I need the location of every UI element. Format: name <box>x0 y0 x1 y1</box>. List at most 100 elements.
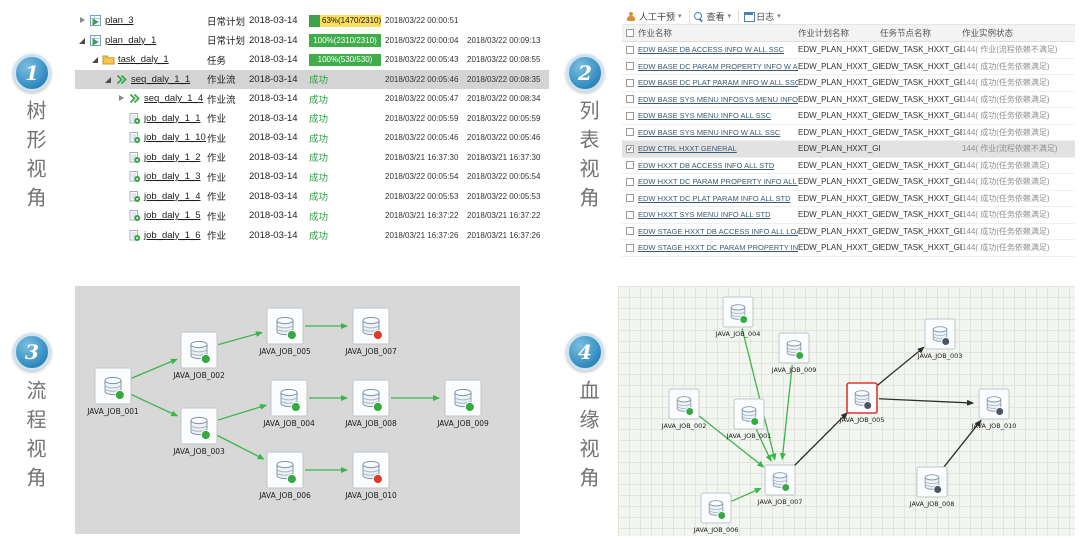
tree-node-link[interactable]: seq_daly_1_1 <box>131 73 191 85</box>
tree-node-link[interactable]: seq_daly_1_4 <box>144 93 204 105</box>
tree-expanded-arrow-icon[interactable] <box>91 55 99 64</box>
job-name-link[interactable]: EDW HXXT DC PARAM PROPERTY INFO ALL STD <box>638 177 798 187</box>
graph-node-JAVA_JOB_003[interactable]: JAVA_JOB_003 <box>172 407 225 456</box>
list-row[interactable]: EDW STAGE HXXT DC PARAM PROPERTY INFO AL… <box>622 240 1075 257</box>
job-name-link[interactable]: EDW CTRL HXXT GENERAL <box>638 144 737 154</box>
list-row[interactable]: EDW BASE DC PARAM PROPERTY INFO W ALL SS… <box>622 59 1075 75</box>
list-row[interactable]: EDW BASE SYS MENU INFOSYS MENU INFO ALL … <box>622 92 1075 108</box>
row-checkbox[interactable] <box>626 161 634 170</box>
tree-node-link[interactable]: plan_daly_1 <box>105 34 157 46</box>
tree-expanded-arrow-icon[interactable] <box>104 75 112 84</box>
node-type-label: 作业 <box>207 231 227 243</box>
row-checkbox[interactable] <box>626 78 634 87</box>
graph-node-JAVA_JOB_002[interactable]: JAVA_JOB_002 <box>172 331 225 380</box>
graph-node-JAVA_JOB_001[interactable]: JAVA_JOB_001 <box>86 367 139 416</box>
tree-node-link[interactable]: job_daly_1_6 <box>144 229 201 241</box>
manual-intervention-menu[interactable]: 人工干预 ▾ <box>622 10 690 22</box>
graph-node-JAVA_JOB_006[interactable]: JAVA_JOB_006 <box>258 451 311 500</box>
graph-node-JAVA_JOB_007[interactable]: JAVA_JOB_007 <box>344 307 397 356</box>
graph-node-JAVA_JOB_003[interactable]: JAVA_JOB_003 <box>917 318 963 360</box>
tree-node-link[interactable]: job_daly_1_4 <box>144 190 201 202</box>
graph-node-JAVA_JOB_009[interactable]: JAVA_JOB_009 <box>771 332 817 374</box>
row-checkbox[interactable] <box>626 243 634 252</box>
tree-node-link[interactable]: task_daly_1 <box>118 54 169 66</box>
graph-node-JAVA_JOB_009[interactable]: JAVA_JOB_009 <box>436 379 489 428</box>
lineage-graph[interactable]: JAVA_JOB_004JAVA_JOB_009JAVA_JOB_002JAVA… <box>618 286 1075 536</box>
row-checkbox[interactable] <box>626 227 634 236</box>
status-dot-success <box>717 511 727 520</box>
select-all-checkbox[interactable] <box>626 29 634 37</box>
tree-node-link[interactable]: job_daly_1_10 <box>144 132 206 144</box>
tree-node-link[interactable]: job_daly_1_2 <box>144 151 201 163</box>
graph-node-JAVA_JOB_008[interactable]: JAVA_JOB_008 <box>909 466 955 508</box>
job-name-link[interactable]: EDW BASE DC PARAM PROPERTY INFO W ALL SS… <box>638 61 798 71</box>
graph-node-JAVA_JOB_004[interactable]: JAVA_JOB_004 <box>715 296 761 338</box>
row-checkbox[interactable] <box>626 194 634 203</box>
progress-bar-green: 100%(530/530) <box>309 53 381 66</box>
tree-collapsed-arrow-icon[interactable] <box>117 94 125 103</box>
row-checkbox[interactable] <box>626 128 634 137</box>
list-row[interactable]: ✓EDW CTRL HXXT GENERALEDW_PLAN_HXXT_GENE… <box>622 141 1075 158</box>
tree-expanded-arrow-icon[interactable] <box>78 36 86 45</box>
tree-node-link[interactable]: job_daly_1_1 <box>144 112 201 124</box>
job-name-link[interactable]: EDW STAGE HXXT DB ACCESS INFO ALL LOAD <box>638 226 798 236</box>
tree-collapsed-arrow-icon[interactable] <box>78 16 86 25</box>
graph-node-JAVA_JOB_010[interactable]: JAVA_JOB_010 <box>971 388 1017 430</box>
graph-node-JAVA_JOB_007[interactable]: JAVA_JOB_007 <box>757 464 803 506</box>
job-name-link[interactable]: EDW BASE DB ACCESS INFO W ALL SSC <box>638 45 785 55</box>
job-icon <box>128 131 141 144</box>
row-checkbox[interactable] <box>626 95 634 104</box>
job-name-link[interactable]: EDW HXXT DB ACCESS INFO ALL STD <box>638 160 775 170</box>
row-checkbox[interactable] <box>626 210 634 219</box>
graph-node-JAVA_JOB_010[interactable]: JAVA_JOB_010 <box>344 451 397 500</box>
job-name-link[interactable]: EDW BASE SYS MENU INFO ALL SSC <box>638 111 772 121</box>
row-checkbox[interactable] <box>626 45 634 54</box>
job-name-link[interactable]: EDW BASE SYS MENU INFOSYS MENU INFO ALL … <box>638 94 798 104</box>
job-name-link[interactable]: EDW HXXT SYS MENU INFO ALL STD <box>638 210 771 220</box>
job-name-link[interactable]: EDW HXXT DC PLAT PARAM INFO ALL STD <box>638 193 791 203</box>
row-checkbox[interactable] <box>626 111 634 120</box>
job-name-link[interactable]: EDW BASE DC PLAT PARAM INFO W ALL SSC <box>638 78 798 88</box>
graph-node-JAVA_JOB_002[interactable]: JAVA_JOB_002 <box>661 388 707 430</box>
graph-node-JAVA_JOB_008[interactable]: JAVA_JOB_008 <box>344 379 397 428</box>
row-checkbox[interactable]: ✓ <box>626 144 634 153</box>
log-menu[interactable]: 日志 ▾ <box>739 10 788 22</box>
tree-node-link[interactable]: job_daly_1_5 <box>144 210 201 222</box>
tree-node-link[interactable]: job_daly_1_3 <box>144 171 201 183</box>
job-name-link[interactable]: EDW BASE SYS MENU INFO W ALL SSC <box>638 127 781 137</box>
view-menu[interactable]: 查看 ▾ <box>690 10 740 22</box>
tree-node-link[interactable]: plan_3 <box>105 15 134 27</box>
row-checkbox[interactable] <box>626 62 634 71</box>
graph-node-JAVA_JOB_001[interactable]: JAVA_JOB_001 <box>726 398 772 440</box>
graph-node-JAVA_JOB_006[interactable]: JAVA_JOB_006 <box>693 492 739 534</box>
graph-node-JAVA_JOB_005[interactable]: JAVA_JOB_005 <box>839 382 885 424</box>
graph-node-JAVA_JOB_004[interactable]: JAVA_JOB_004 <box>262 379 315 428</box>
row-checkbox[interactable] <box>626 177 634 186</box>
flow-graph[interactable]: JAVA_JOB_001JAVA_JOB_002JAVA_JOB_003JAVA… <box>75 286 520 534</box>
job-name-link[interactable]: EDW STAGE HXXT DC PARAM PROPERTY INFO AL… <box>638 243 798 253</box>
graph-node-JAVA_JOB_005[interactable]: JAVA_JOB_005 <box>258 307 311 356</box>
